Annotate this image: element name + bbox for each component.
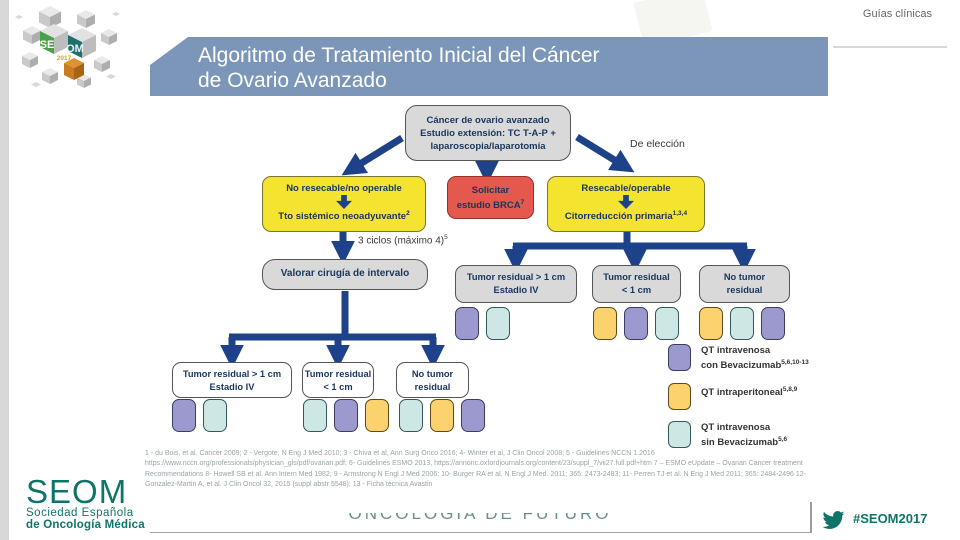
qt-chip-purple [172, 399, 196, 432]
root-box: Cáncer de ovario avanzado Estudio extens… [405, 105, 571, 161]
qt-chip-cyan [486, 307, 510, 340]
brca-box: Solicitar estudio BRCA7 [447, 176, 534, 219]
corner-label: Guías clínicas [862, 8, 932, 20]
qt-chip-cyan [203, 399, 227, 432]
qt-chip-yellow [365, 399, 389, 432]
qt-chip-cyan [303, 399, 327, 432]
legend-item-iv-bevacizumab: QT intravenosa con Bevacizumab5,6,10-13 [668, 344, 809, 372]
outcome-box-interval-2: Tumor residual< 1 cm [302, 362, 374, 398]
logo-om-text: OM [66, 43, 84, 55]
page-title-line2: de Ovario Avanzado [198, 69, 387, 92]
chip-row-primary-1 [455, 307, 510, 340]
logo-year-text: 2017 [57, 55, 72, 62]
resecable-box: Resecable/operable Citorreducción primar… [547, 176, 705, 232]
legend-item-intraperitoneal: QT intraperitoneal5,8,9 [668, 383, 809, 411]
legend: QT intravenosa con Bevacizumab5,6,10-13 … [668, 344, 809, 460]
references-text: 1 - du Bois, et al. Cancer 2009; 2 - Ver… [145, 450, 806, 489]
logo-se-text: SE [40, 39, 55, 51]
qt-chip-purple [455, 307, 479, 340]
qt-chip-cyan [730, 307, 754, 340]
title-banner: Algoritmo de Tratamiento Inicial del Cán… [150, 37, 828, 96]
de-eleccion-label: De elección [630, 138, 685, 150]
legend-item-iv-sin-bevacizumab: QT intravenosa sin Bevacizumab5,6 [668, 421, 809, 449]
qt-chip-purple [334, 399, 358, 432]
page-title-line1: Algoritmo de Tratamiento Inicial del Cán… [198, 44, 600, 67]
seom-logo-text: SEOM [26, 473, 128, 510]
qt-chip-purple [624, 307, 648, 340]
qt-chip-cyan [655, 307, 679, 340]
footer-rule [150, 532, 810, 533]
congress-slogan: ONCOLOGÍA DE FUTURO [348, 513, 612, 523]
hashtag-label: #SEOM2017 [853, 511, 928, 526]
qt-chip-purple [761, 307, 785, 340]
qt-chip-cyan [399, 399, 423, 432]
qt-chip-purple [461, 399, 485, 432]
chip-row-interval-2 [303, 399, 389, 432]
outcome-box-primary-2: Tumor residual< 1 cm [592, 265, 681, 303]
left-edge-strip [0, 0, 9, 540]
qt-chip-yellow [430, 399, 454, 432]
legend-swatch-yellow [668, 383, 691, 411]
twitter-icon [822, 511, 845, 529]
down-arrow-icon [618, 195, 634, 209]
cycles-label: 3 ciclos (máximo 4)5 [358, 234, 448, 247]
slogan-clip: ONCOLOGÍA DE FUTURO [250, 513, 710, 532]
qt-chip-yellow [593, 307, 617, 340]
chip-row-interval-1 [172, 399, 227, 432]
gray-cubes [15, 6, 120, 88]
qt-chip-yellow [699, 307, 723, 340]
chip-row-interval-3 [399, 399, 485, 432]
interval-surgery-box: Valorar cirugía de intervalo [262, 259, 428, 290]
chip-row-primary-3 [699, 307, 785, 340]
seom-2017-logo: SE OM 2017 [15, 6, 120, 88]
footer-divider [810, 502, 812, 533]
logo-green-face [40, 31, 54, 54]
legend-swatch-purple [668, 344, 691, 371]
no-resecable-box: No resecable/no operable Tto sistémico n… [262, 176, 426, 232]
down-arrow-icon [336, 195, 352, 209]
banner-side-line [833, 46, 947, 48]
seom-wordmark: SEOM Sociedad Española de Oncología Médi… [26, 473, 145, 531]
logo-teal-face [68, 35, 82, 58]
logo-orange-face [64, 63, 74, 80]
chip-row-primary-2 [593, 307, 679, 340]
legend-swatch-cyan [668, 421, 691, 449]
